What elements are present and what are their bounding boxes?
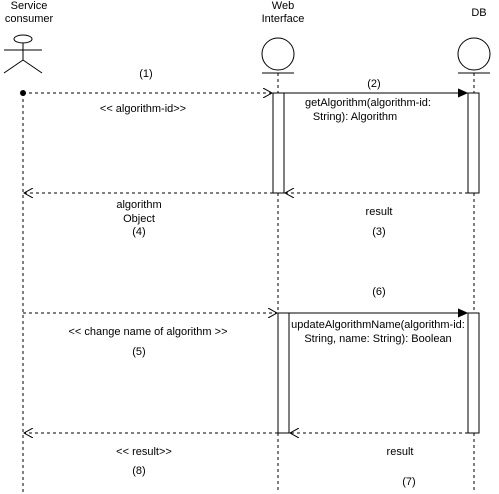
message-6-number: (6) bbox=[372, 286, 386, 298]
db-entity-icon bbox=[457, 37, 491, 74]
actor-web-line1: Web bbox=[271, 0, 295, 12]
message-4-label-line2: Object bbox=[123, 213, 155, 225]
message-6-label-line1: updateAlgorithmName(algorithm-id: bbox=[291, 319, 465, 331]
message-7-label: result bbox=[386, 446, 414, 458]
message-2-label-line1: getAlgorithm(algorithm-id: bbox=[305, 97, 431, 109]
actor-consumer-line1: Service bbox=[10, 0, 48, 12]
message-8-label: << result>> bbox=[116, 446, 172, 458]
message-1-number: (1) bbox=[139, 68, 153, 80]
message-2-label-line2: String): Algorithm bbox=[312, 111, 398, 123]
actor-consumer-line2: consumer bbox=[4, 13, 54, 25]
actor-web-line2: Interface bbox=[261, 13, 305, 25]
message-4-number: (4) bbox=[132, 226, 146, 238]
message-2-number: (2) bbox=[367, 78, 381, 90]
activation-db-2 bbox=[467, 312, 480, 434]
message-6-label-line2: String, name: String): Boolean bbox=[304, 333, 452, 345]
activation-db-1 bbox=[467, 92, 480, 194]
actor-db-label: DB bbox=[471, 7, 487, 19]
message-4-label-line1: algorithm bbox=[116, 199, 162, 211]
message-1-label: << algorithm-id>> bbox=[99, 103, 187, 115]
web-interface-entity-icon bbox=[261, 37, 295, 74]
message-5-label: << change name of algorithm >> bbox=[68, 326, 228, 338]
activation-web-2 bbox=[277, 312, 290, 434]
actor-icon bbox=[3, 34, 43, 74]
message-8-number: (8) bbox=[132, 465, 146, 477]
message-7-number: (7) bbox=[402, 476, 416, 488]
message-5-number: (5) bbox=[132, 346, 146, 358]
activation-web-1 bbox=[272, 92, 285, 194]
message-3-label: result bbox=[365, 206, 393, 218]
message-3-number: (3) bbox=[372, 226, 386, 238]
